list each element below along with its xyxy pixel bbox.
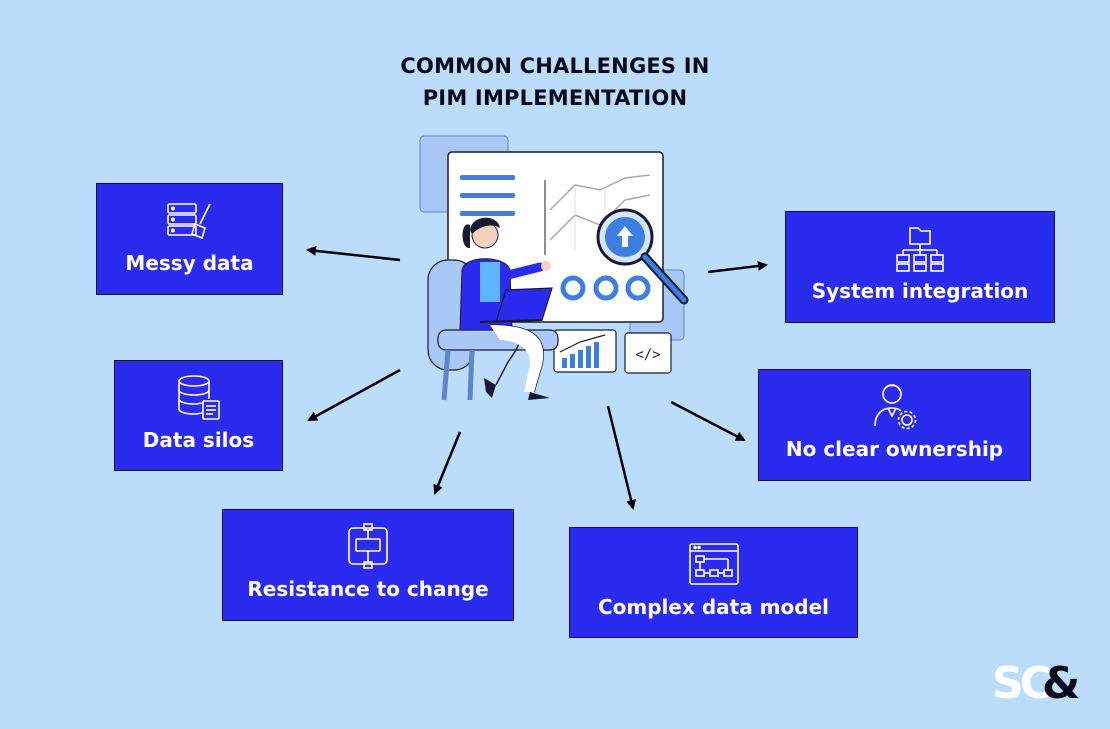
arrow-to-system-integration (707, 260, 768, 274)
node-resistance-to-change: Resistance to change (222, 509, 514, 621)
arrow-to-resistance (433, 431, 462, 495)
node-no-clear-ownership: No clear ownership (758, 369, 1031, 481)
database-document-icon (115, 373, 282, 421)
arrow-to-complex-model (606, 405, 636, 510)
process-flow-icon (223, 522, 513, 570)
flowchart-window-icon (570, 542, 857, 586)
node-label: Data silos (142, 428, 255, 452)
node-data-silos: Data silos (114, 360, 283, 471)
arrow-to-no-ownership (670, 400, 746, 442)
svg-text:</>: </> (635, 347, 660, 363)
node-label: System integration (811, 279, 1029, 303)
node-label: Messy data (125, 251, 254, 275)
node-label: Resistance to change (247, 577, 489, 601)
node-complex-data-model: Complex data model (569, 527, 858, 638)
title-line-1: COMMON CHALLENGES IN (400, 54, 710, 78)
person-gear-icon (759, 380, 1030, 430)
arrow-to-data-silos (307, 368, 401, 422)
woman-analyst-dashboard-illustration: </> (419, 135, 689, 401)
brand-logo: SC& (992, 658, 1080, 709)
server-broom-icon (97, 200, 282, 242)
title-line-2: PIM IMPLEMENTATION (422, 86, 688, 110)
diagram-title: COMMON CHALLENGES IN PIM IMPLEMENTATION (0, 50, 1110, 114)
node-system-integration: System integration (785, 211, 1055, 323)
arrow-to-messy-data (306, 245, 401, 262)
node-messy-data: Messy data (96, 183, 283, 295)
node-label: No clear ownership (785, 437, 1004, 461)
node-label: Complex data model (597, 595, 829, 619)
folder-hierarchy-icon (786, 224, 1054, 274)
